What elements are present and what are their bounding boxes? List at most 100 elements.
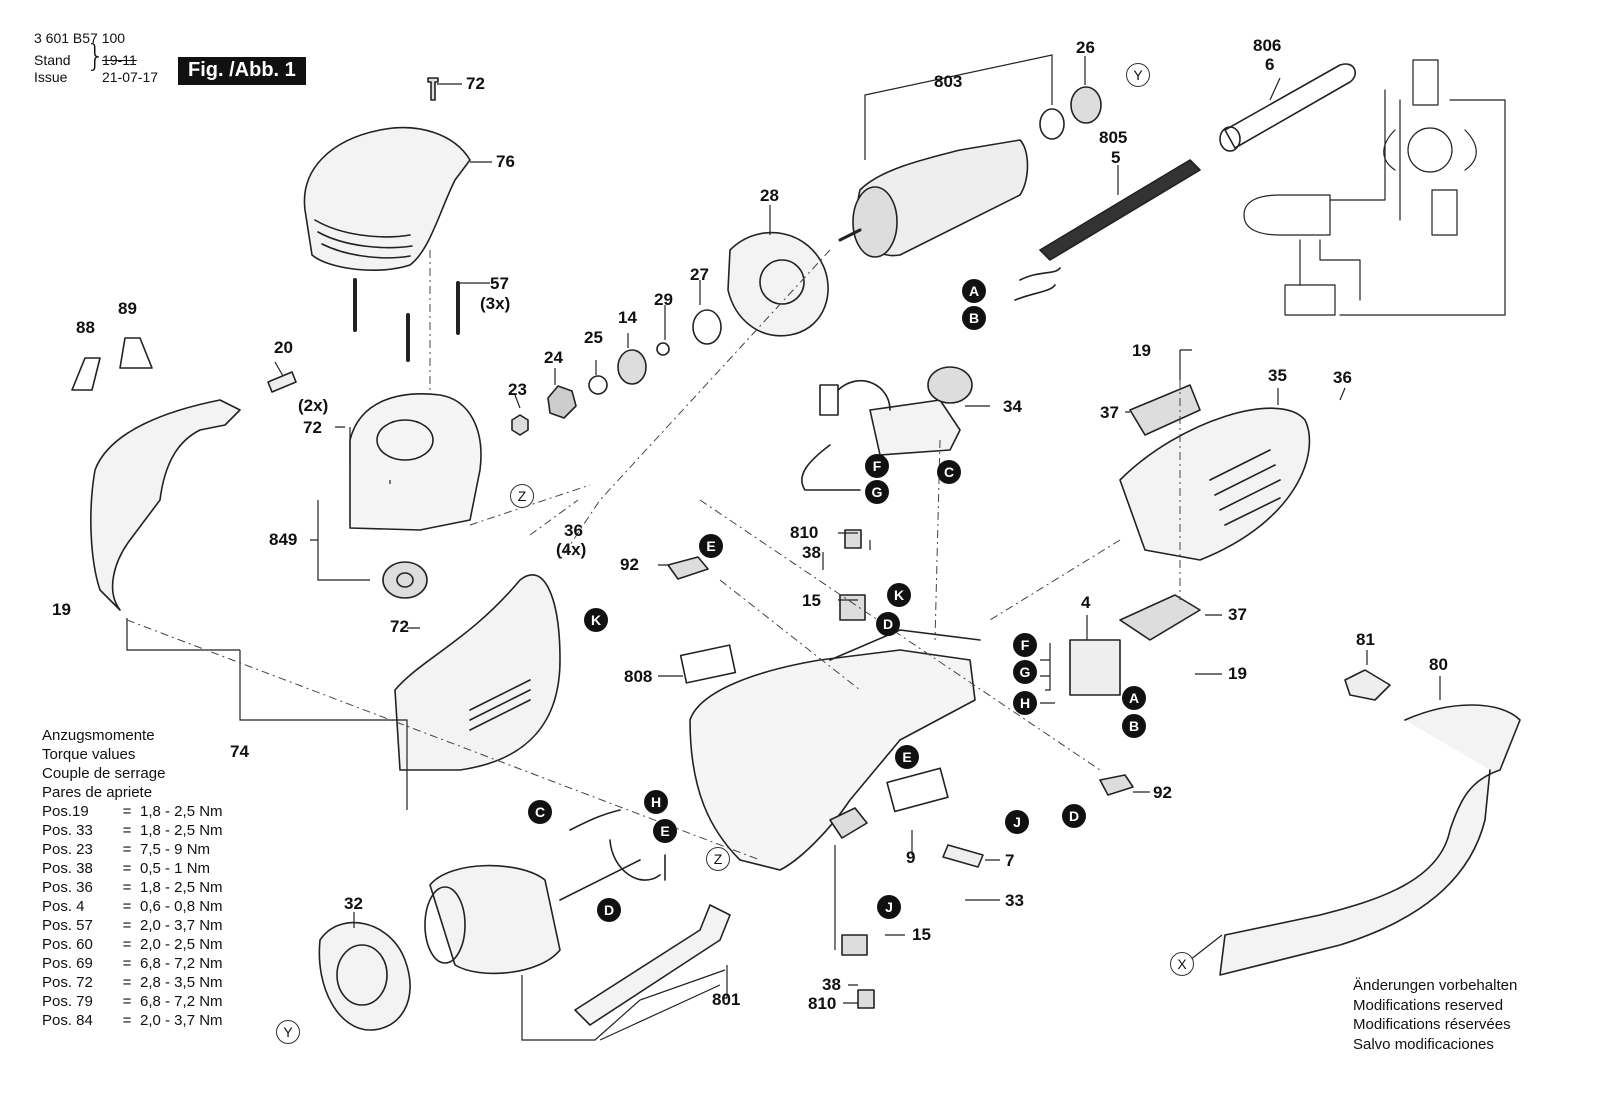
part-label: 810 — [808, 994, 837, 1013]
part-left-housing-shell — [90, 399, 241, 611]
torque-row: Pos. 60=2,0 - 2,5 Nm — [42, 936, 223, 953]
part-label: 4 — [1081, 593, 1091, 612]
part-label: 72 — [466, 74, 485, 93]
part-80-hose — [1219, 704, 1521, 976]
part-label: 801 — [712, 990, 741, 1009]
connector-marker-y: Y — [1126, 63, 1150, 87]
connector-marker-z: Z — [706, 847, 730, 871]
stand-label: Stand — [34, 52, 71, 68]
torque-row: Pos. 23=7,5 - 9 Nm — [42, 841, 211, 858]
part-34-switch — [869, 399, 961, 456]
stand-value: 19-11 — [102, 52, 137, 68]
torque-row: Pos. 38=0,5 - 1 Nm — [42, 860, 211, 877]
part-72-screw — [427, 77, 439, 101]
modifications-notice: Änderungen vorbehalten Modifications res… — [1353, 976, 1517, 1054]
part-label: 26 — [1076, 38, 1095, 57]
connector-marker-e: E — [895, 745, 919, 769]
connector-marker-f: F — [865, 454, 889, 478]
part-806-tube — [1224, 63, 1356, 149]
part-label: 803 — [934, 72, 963, 91]
connector-marker-a: A — [962, 279, 986, 303]
part-801-lever — [574, 904, 731, 1026]
centerline-4 — [989, 539, 1121, 621]
part-label: 57 — [490, 274, 509, 293]
part-74-guard — [394, 574, 561, 771]
part-trigger — [829, 807, 868, 839]
torque-title-en: Torque values — [42, 746, 136, 763]
part-4-switch-block — [1069, 639, 1121, 696]
part-27-ring — [692, 309, 722, 345]
part-label-qty: (3x) — [480, 294, 511, 313]
connector-marker-b: B — [1122, 714, 1146, 738]
part-35-housing — [1119, 407, 1311, 561]
part-label: 5 — [1111, 148, 1121, 167]
part-label: 35 — [1268, 366, 1287, 385]
part-label: 25 — [584, 328, 603, 347]
wiring-schematic — [1243, 59, 1506, 316]
part-label: 92 — [620, 555, 639, 574]
part-label: 28 — [760, 186, 779, 205]
figure-label: Fig. /Abb. 1 — [178, 57, 306, 85]
connector-marker-d: D — [597, 898, 621, 922]
part-label: 19 — [1132, 341, 1151, 360]
part-label: 33 — [1005, 891, 1024, 910]
part-23-nut — [511, 414, 529, 436]
part-label-qty: (4x) — [556, 540, 587, 559]
connector-marker-j: J — [877, 895, 901, 919]
torque-row: Pos. 36=1,8 - 2,5 Nm — [42, 879, 223, 896]
part-29-ring — [656, 342, 670, 356]
part-32-ring — [318, 921, 411, 1031]
part-label: 36 — [1333, 368, 1352, 387]
part-810-brush-b — [857, 989, 875, 1009]
connector-marker-k: K — [887, 583, 911, 607]
issue-value: 21-07-17 — [102, 69, 159, 85]
part-849-bearing — [382, 561, 428, 599]
connector-marker-e: E — [699, 534, 723, 558]
connector-marker-e: E — [653, 819, 677, 843]
part-label: 9 — [906, 848, 916, 867]
centerline-1 — [126, 619, 761, 861]
torque-values-table: Anzugsmomente Torque values Couple de se… — [42, 726, 223, 1030]
part-28-baffle — [727, 231, 829, 337]
connector-marker-g: G — [1013, 660, 1037, 684]
connector-marker-f: F — [1013, 633, 1037, 657]
part-37-cover-bottom — [1119, 594, 1201, 641]
part-25-washer — [588, 375, 608, 395]
part-label: 805 — [1099, 128, 1128, 147]
part-label: 19 — [52, 600, 71, 619]
part-label: 14 — [618, 308, 637, 327]
part-stator — [429, 864, 561, 975]
torque-title-fr: Couple de serrage — [42, 765, 166, 782]
part-label: 27 — [690, 265, 709, 284]
part-label: 89 — [118, 299, 137, 318]
part-label: 19 — [1228, 664, 1247, 683]
part-92-connector — [667, 556, 1134, 796]
connector-marker-k: K — [584, 608, 608, 632]
centerline-3 — [559, 249, 831, 561]
part-849-gear-head — [349, 393, 482, 531]
torque-title-de: Anzugsmomente — [42, 727, 155, 744]
part-14-bearing — [617, 349, 647, 385]
torque-row: Pos. 33=1,8 - 2,5 Nm — [42, 822, 223, 839]
part-805-tube — [1039, 159, 1201, 261]
part-label: 32 — [344, 894, 363, 913]
centerline-9 — [719, 579, 861, 691]
torque-title-es: Pares de apriete — [42, 784, 153, 801]
torque-row: Pos. 84=2,0 - 3,7 Nm — [42, 1012, 223, 1029]
part-label: 23 — [508, 380, 527, 399]
connector-marker-a: A — [1122, 686, 1146, 710]
part-88-label — [71, 357, 101, 391]
torque-row: Pos.19=1,8 - 2,5 Nm — [42, 803, 223, 820]
part-label: 15 — [802, 591, 821, 610]
part-label: 806 — [1253, 36, 1282, 55]
part-76-handle-cover — [303, 126, 471, 271]
part-81-clip — [1344, 669, 1391, 701]
part-20-clip — [267, 371, 297, 393]
torque-row: Pos. 57=2,0 - 3,7 Nm — [42, 917, 223, 934]
part-label: 92 — [1153, 783, 1172, 802]
part-label: 72 — [390, 617, 409, 636]
connector-marker-c: C — [937, 460, 961, 484]
part-label: 74 — [230, 742, 249, 761]
part-label: 80 — [1429, 655, 1448, 674]
centerline-5 — [934, 439, 941, 641]
